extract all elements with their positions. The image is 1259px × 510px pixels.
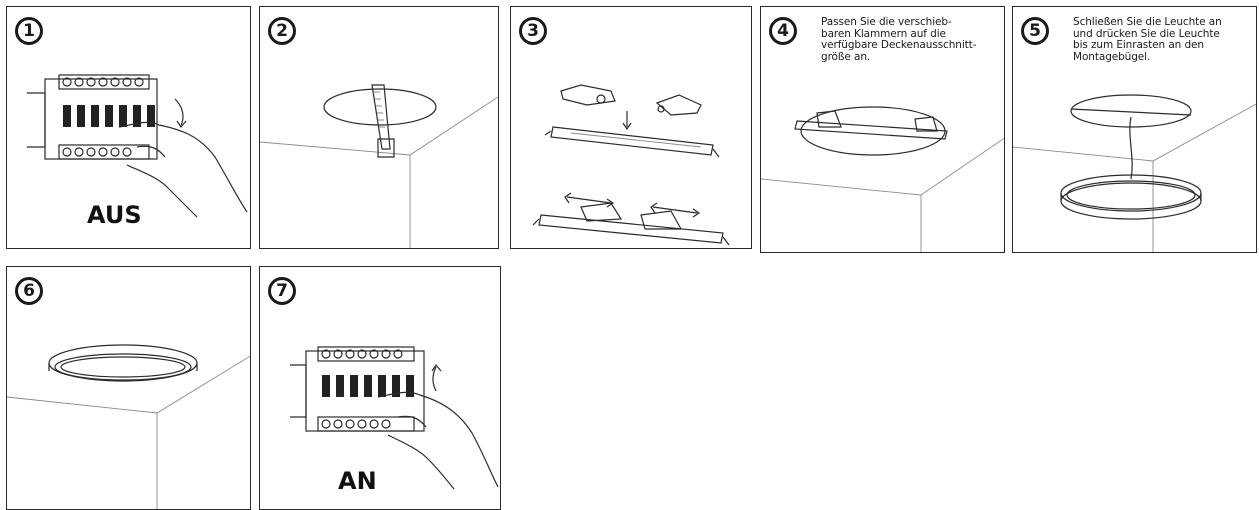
- cable: [1129, 116, 1133, 180]
- hand-outline: [118, 121, 248, 213]
- breaker-off-illustration: [27, 74, 248, 218]
- breaker-on-illustration: [290, 346, 499, 490]
- mounting-bracket: [794, 110, 948, 140]
- step-6-panel: 6: [6, 266, 251, 510]
- terminal-row-bottom: [58, 144, 150, 160]
- step-5-number: 5: [1021, 17, 1049, 45]
- step-3-panel: 3: [510, 6, 752, 249]
- installed-luminaire-illustration: [7, 344, 250, 509]
- step-3-number: 3: [519, 17, 547, 45]
- slide-arrows: [564, 192, 701, 218]
- step-4-panel: 4 Passen Sie die verschieb- baren Klamme…: [760, 6, 1005, 253]
- luminaire-panel: [1060, 174, 1202, 220]
- step-5-panel: 5 Schließen Sie die Leuchte an und drück…: [1012, 6, 1257, 253]
- clip-right: [655, 94, 702, 116]
- step-4-number: 4: [769, 17, 797, 45]
- terminal-row-top: [58, 74, 150, 90]
- ceiling-cutout-illustration: [260, 84, 498, 248]
- mounting-clips-illustration: [532, 84, 730, 246]
- luminaire-panel: [48, 344, 198, 382]
- step-2-panel: 2: [259, 6, 499, 249]
- saw-icon: [371, 84, 395, 158]
- terminal-row-top: [317, 346, 415, 362]
- switch-levers: [63, 105, 155, 127]
- mounting-bracket: [1070, 108, 1192, 116]
- step-2-number: 2: [268, 17, 296, 45]
- adjust-clips-illustration: [761, 106, 1004, 252]
- connect-luminaire-illustration: [1013, 94, 1256, 252]
- clip-left: [560, 84, 616, 106]
- step-4-instruction: Passen Sie die verschieb- baren Klammern…: [821, 16, 977, 63]
- mounting-bracket-assembled: [532, 202, 730, 246]
- state-label-off: AUS: [87, 201, 142, 229]
- mounting-bracket-top: [544, 126, 720, 158]
- state-label-on: AN: [338, 467, 377, 495]
- terminal-row-bottom: [317, 416, 415, 432]
- step-5-instruction: Schließen Sie die Leuchte an und drücken…: [1073, 16, 1222, 63]
- arrow-down-icon: [174, 98, 184, 126]
- switch-levers: [322, 375, 414, 397]
- step-7-panel: 7 AN: [259, 266, 501, 510]
- step-1-panel: 1: [6, 6, 251, 249]
- step-1-number: 1: [15, 17, 43, 45]
- ceiling-cutout-circle: [1070, 94, 1192, 128]
- ceiling-cutout-circle: [323, 88, 437, 126]
- hand-outline: [377, 391, 499, 488]
- arrow-up-icon: [432, 366, 437, 392]
- step-7-number: 7: [268, 277, 296, 305]
- step-6-number: 6: [15, 277, 43, 305]
